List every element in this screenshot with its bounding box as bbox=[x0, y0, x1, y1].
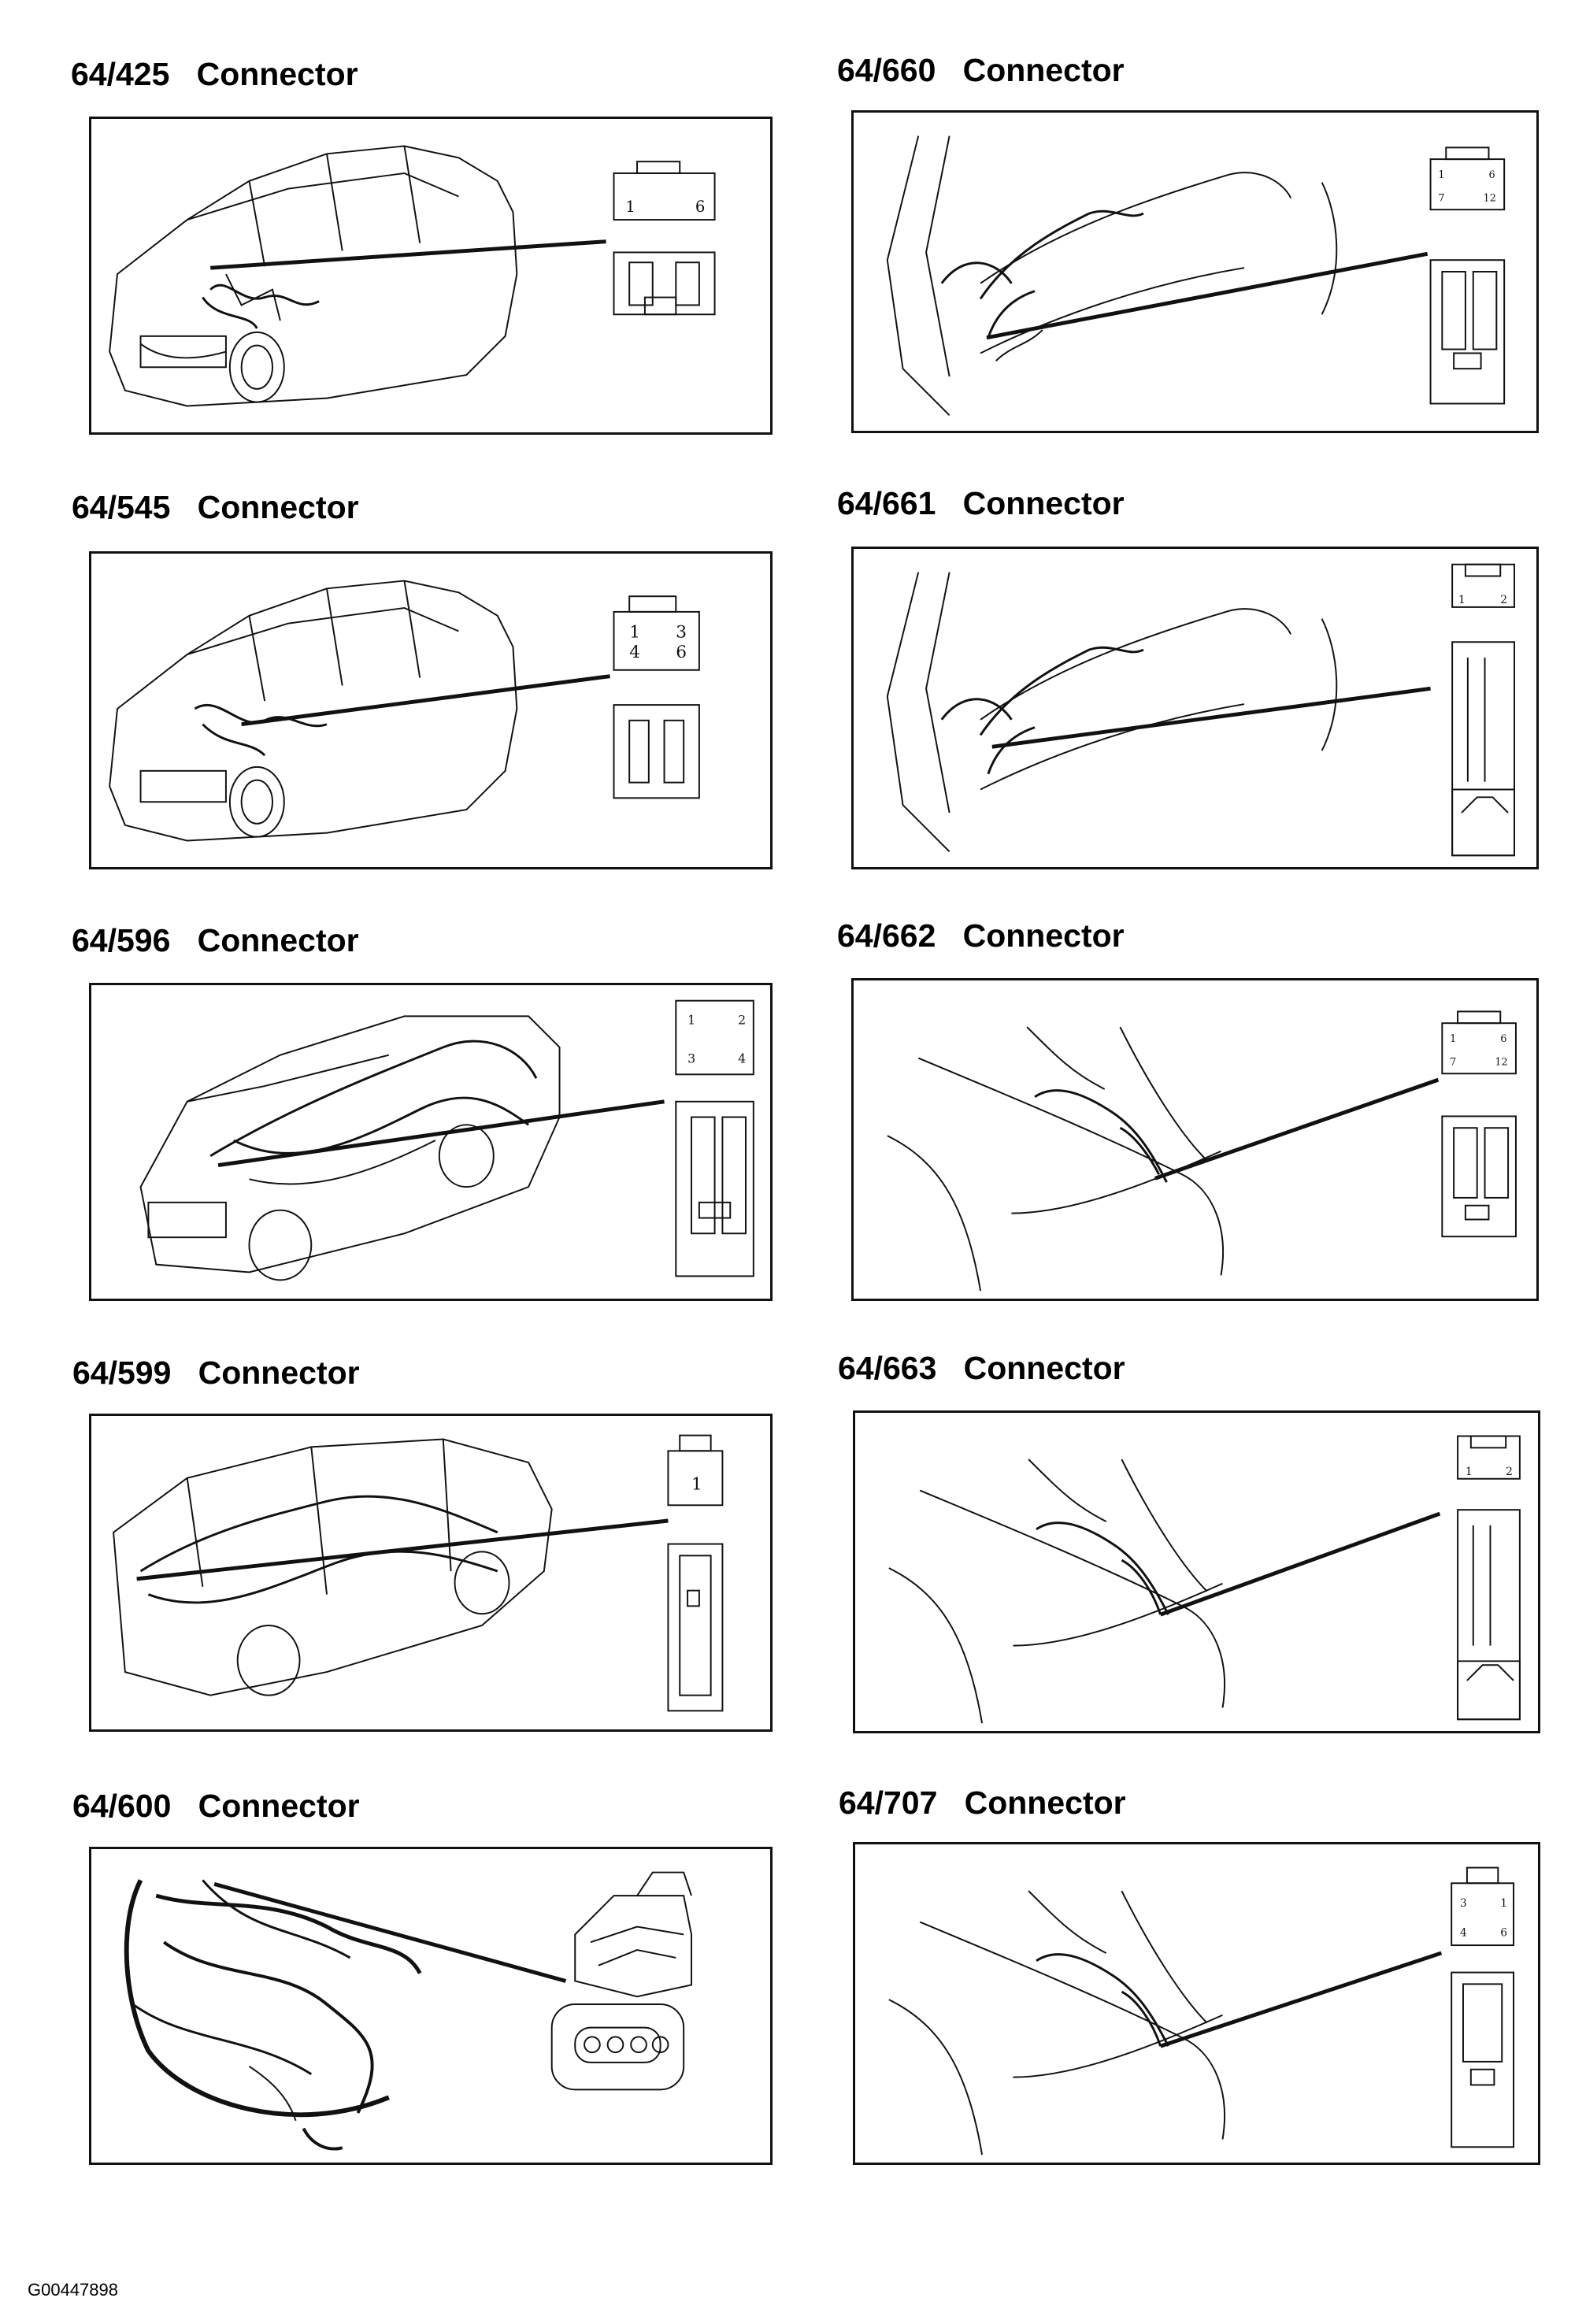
pin-7: 7 bbox=[1438, 192, 1444, 204]
pin-1: 1 bbox=[1500, 1897, 1507, 1910]
connector-code: 64/600 bbox=[72, 1788, 172, 1824]
connector-label: Connector bbox=[964, 1785, 1126, 1821]
pin-1: 1 bbox=[691, 1475, 702, 1495]
leader-line bbox=[217, 1099, 665, 1167]
connector-code: 64/662 bbox=[837, 917, 936, 954]
connector-code: 64/663 bbox=[838, 1350, 937, 1386]
connector-code: 64/596 bbox=[72, 922, 171, 958]
diagram-title-64-545: 64/545 Connector bbox=[72, 491, 359, 524]
diagram-title-64-660: 64/660 Connector bbox=[837, 54, 1125, 87]
pin-1: 1 bbox=[625, 198, 636, 216]
car-full-wiring-illustration: 1 2 3 4 bbox=[139, 999, 754, 1281]
connector-label: Connector bbox=[198, 1355, 360, 1391]
diagram-title-64-596: 64/596 Connector bbox=[72, 925, 359, 957]
diagram-panel-64-596: 1 2 3 4 bbox=[89, 983, 773, 1301]
pin-1: 1 bbox=[1466, 1466, 1473, 1478]
diagram-panel-64-599: 1 bbox=[89, 1414, 773, 1732]
leader-line bbox=[986, 251, 1429, 340]
leader-line bbox=[241, 674, 610, 727]
car-front-wiring-illustration: 1 3 4 6 bbox=[109, 580, 700, 842]
connector-label: Connector bbox=[197, 489, 359, 525]
diagram-panel-64-600 bbox=[89, 1847, 773, 2165]
connector-label: Connector bbox=[197, 922, 359, 958]
diagram-title-64-425: 64/425 Connector bbox=[71, 58, 358, 91]
connector-code: 64/425 bbox=[71, 56, 170, 92]
door-wiring-illustration: 1 6 7 12 bbox=[887, 1010, 1517, 1292]
figure-id: G00447898 bbox=[28, 2280, 118, 2300]
leader-line bbox=[213, 1881, 567, 1983]
pin-6: 6 bbox=[1488, 169, 1495, 181]
connector-code: 64/660 bbox=[837, 52, 936, 88]
door-wiring-illustration: 1 2 bbox=[888, 1435, 1521, 1724]
car-front-wiring-illustration: 1 6 bbox=[109, 145, 716, 407]
diagram-title-64-661: 64/661 Connector bbox=[837, 487, 1125, 520]
connector-code: 64/661 bbox=[837, 485, 936, 521]
pin-6: 6 bbox=[676, 643, 687, 662]
door-wiring-illustration: 3 1 4 6 bbox=[888, 1866, 1515, 2155]
connector-label: Connector bbox=[963, 1350, 1125, 1386]
diagram-title-64-600: 64/600 Connector bbox=[72, 1790, 360, 1822]
pin-1: 1 bbox=[1450, 1033, 1456, 1045]
door-wiring-illustration: 1 2 bbox=[886, 563, 1515, 857]
pin-3: 3 bbox=[1460, 1897, 1467, 1910]
diagram-panel-64-425: 1 6 bbox=[89, 117, 773, 435]
pin-3: 3 bbox=[676, 622, 687, 642]
pin-1: 1 bbox=[1438, 169, 1444, 181]
connector-label: Connector bbox=[196, 56, 358, 92]
pin-4: 4 bbox=[1460, 1926, 1467, 1939]
pin-6: 6 bbox=[1500, 1926, 1507, 1939]
leader-line bbox=[1159, 1511, 1441, 1617]
connector-code: 64/707 bbox=[839, 1785, 938, 1821]
connector-label: Connector bbox=[962, 917, 1125, 954]
engine-harness-illustration bbox=[124, 1871, 692, 2151]
leader-line bbox=[1159, 1951, 1443, 2048]
connector-code: 64/545 bbox=[72, 489, 171, 525]
car-rear-wiring-illustration: 1 bbox=[113, 1434, 724, 1712]
pin-2: 2 bbox=[738, 1012, 746, 1027]
pin-1: 1 bbox=[629, 622, 640, 642]
leader-line bbox=[991, 686, 1431, 749]
leader-line bbox=[210, 239, 606, 270]
connector-code: 64/599 bbox=[72, 1355, 172, 1391]
pin-1: 1 bbox=[687, 1012, 695, 1027]
pin-2: 2 bbox=[1500, 594, 1507, 606]
pin-3: 3 bbox=[687, 1051, 695, 1066]
pin-12: 12 bbox=[1484, 192, 1496, 204]
pin-1: 1 bbox=[1458, 594, 1466, 606]
pin-2: 2 bbox=[1506, 1466, 1513, 1478]
diagram-panel-64-663: 1 2 bbox=[853, 1410, 1540, 1733]
connector-label: Connector bbox=[198, 1788, 360, 1824]
pin-4: 4 bbox=[629, 643, 640, 662]
connector-label: Connector bbox=[962, 52, 1125, 88]
leader-line bbox=[136, 1518, 669, 1581]
pin-6: 6 bbox=[695, 198, 706, 216]
pin-4: 4 bbox=[738, 1051, 746, 1066]
diagram-panel-64-545: 1 3 4 6 bbox=[89, 551, 773, 869]
diagram-title-64-663: 64/663 Connector bbox=[838, 1352, 1125, 1384]
diagram-title-64-662: 64/662 Connector bbox=[837, 920, 1125, 952]
pin-6: 6 bbox=[1500, 1033, 1506, 1045]
diagram-title-64-599: 64/599 Connector bbox=[72, 1357, 360, 1389]
diagram-panel-64-707: 3 1 4 6 bbox=[853, 1842, 1540, 2165]
diagram-panel-64-660: 1 6 7 12 bbox=[851, 110, 1539, 433]
connector-label: Connector bbox=[962, 485, 1125, 521]
pin-7: 7 bbox=[1450, 1056, 1456, 1068]
pin-12: 12 bbox=[1495, 1056, 1507, 1068]
diagram-panel-64-661: 1 2 bbox=[851, 547, 1539, 869]
diagram-title-64-707: 64/707 Connector bbox=[839, 1787, 1126, 1819]
door-wiring-illustration: 1 6 7 12 bbox=[886, 135, 1506, 416]
leader-line bbox=[1154, 1077, 1440, 1181]
diagram-panel-64-662: 1 6 7 12 bbox=[851, 978, 1539, 1301]
